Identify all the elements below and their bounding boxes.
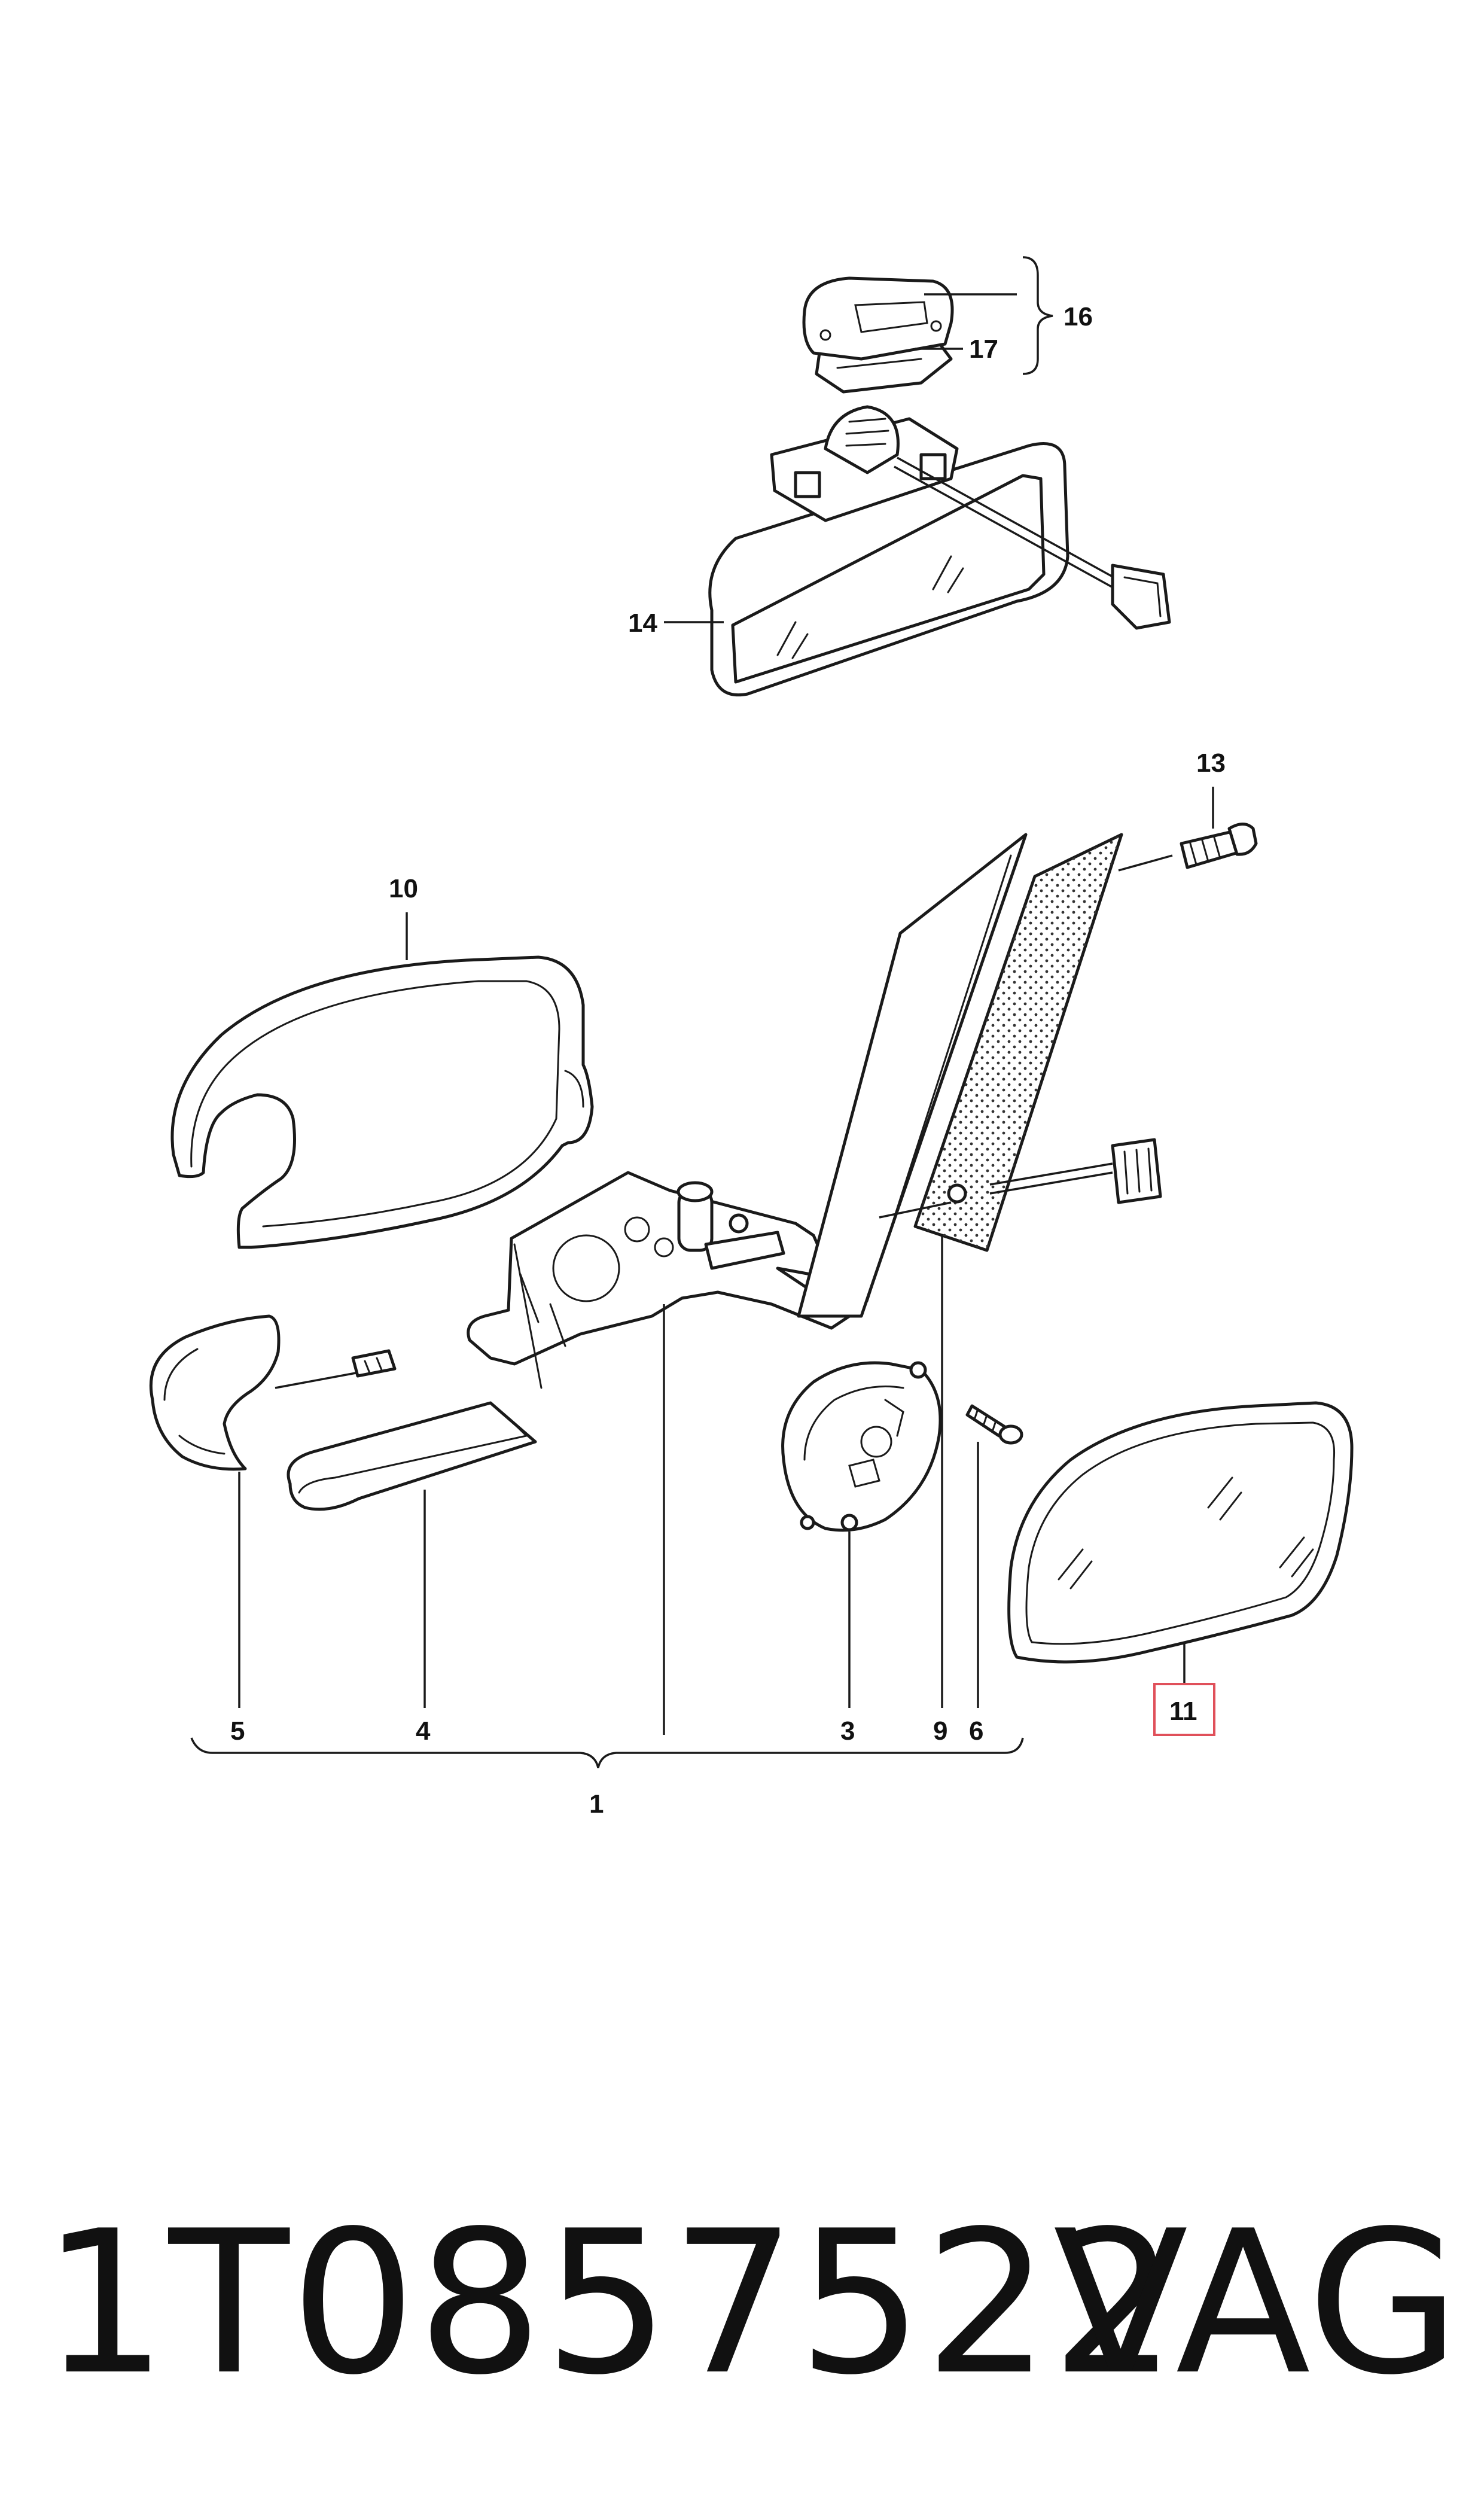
part-9-heater-pad [879, 833, 1173, 1252]
label-14: 14 [628, 608, 657, 638]
label-9: 9 [933, 1716, 947, 1746]
label-11: 11 [1169, 1697, 1197, 1726]
part-1-mirror-base [467, 1171, 851, 1389]
label-17: 17 [969, 334, 998, 364]
label-6: 6 [969, 1716, 983, 1746]
label-16: 16 [1064, 302, 1093, 331]
label-1: 1 [589, 1789, 604, 1819]
part-10-housing-cap [170, 955, 594, 1249]
label-5: 5 [230, 1716, 245, 1746]
part-5-lower-cap [149, 1314, 397, 1471]
leaders-16-17 [915, 256, 1053, 375]
label-13: 13 [1196, 748, 1226, 778]
label-4: 4 [416, 1716, 431, 1746]
part-number: 1T0857522 [42, 2188, 1178, 2418]
part-13-bolt [1180, 823, 1258, 869]
part-16-cover [802, 276, 954, 361]
label-10: 10 [389, 874, 418, 903]
part-3-adjust-motor [781, 1361, 942, 1532]
brand-name: VAG [1053, 2188, 1460, 2418]
label-11-highlight-box [1153, 1683, 1215, 1736]
part-14-rearview-mirror [708, 405, 1171, 697]
assembly-bracket-1 [190, 1737, 1024, 1768]
part-4-turn-signal-lens [287, 1401, 537, 1511]
mirror-backing-plate [797, 833, 1028, 1318]
label-3: 3 [840, 1716, 855, 1746]
part-6-screw [965, 1404, 1023, 1445]
footer: 1T0857522 VAG [0, 2190, 1484, 2417]
part-11-mirror-glass [1007, 1401, 1354, 1664]
